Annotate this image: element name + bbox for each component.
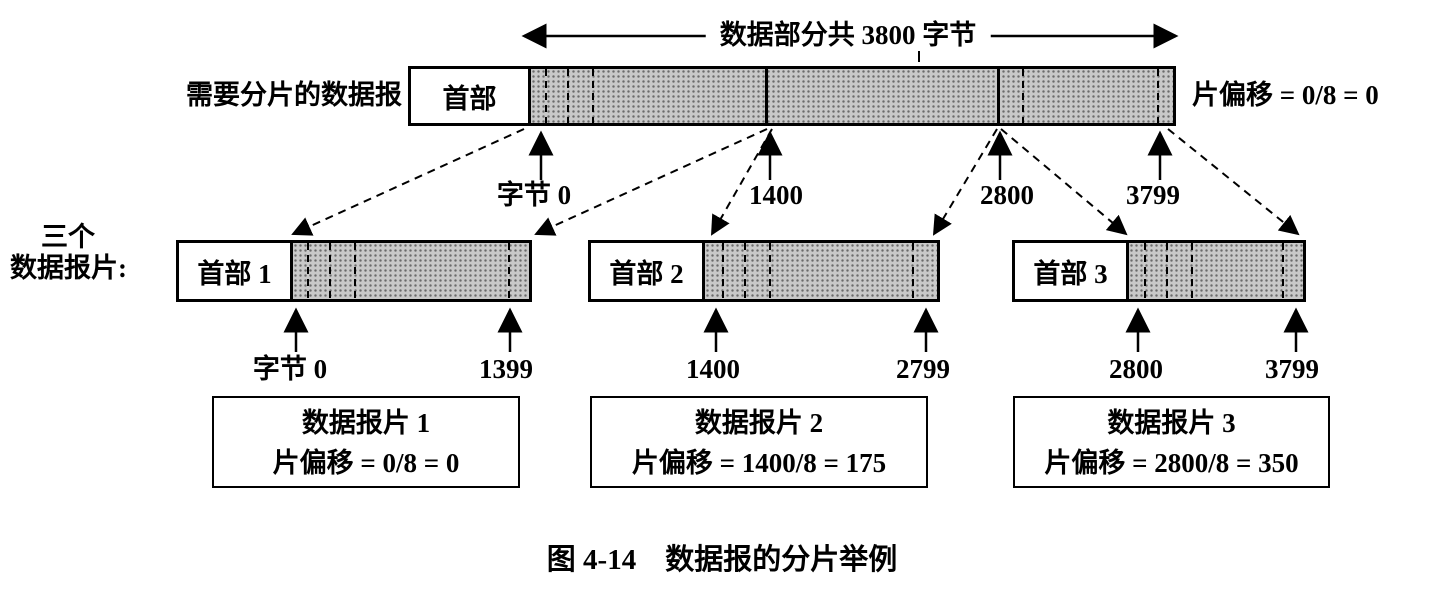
dashed-divider	[912, 243, 914, 299]
dashed-divider	[1282, 243, 1284, 299]
dashed-divider	[567, 69, 569, 123]
dashed-divider	[1144, 243, 1146, 299]
fragment-2-name: 数据报片 2	[694, 408, 824, 438]
original-data-area	[531, 69, 1173, 123]
dashed-divider	[592, 69, 594, 123]
fragment-1-info-box: 数据报片 1 片偏移 = 0/8 = 0	[212, 396, 520, 488]
byte-mark-1400: 1400	[749, 180, 803, 210]
frag3-end-mark: 3799	[1265, 354, 1319, 384]
dashed-divider	[545, 69, 547, 123]
dashed-divider	[307, 243, 309, 299]
original-offset-label: 片偏移 = 0/8 = 0	[1192, 80, 1379, 110]
fragment-2-data-area	[705, 243, 937, 299]
dashed-divider	[769, 243, 771, 299]
dashed-divider	[722, 243, 724, 299]
fragment-1-data-area	[293, 243, 529, 299]
fragment-1-box: 首部 1	[176, 240, 532, 302]
fragment-3-header-cell: 首部 3	[1015, 243, 1129, 299]
original-datagram-label: 需要分片的数据报	[186, 80, 402, 110]
frag2-end-mark: 2799	[896, 354, 950, 384]
fragment-1-header-cell: 首部 1	[179, 243, 293, 299]
fragment-connector-arrow-3-end	[1167, 128, 1300, 236]
dashed-divider	[329, 243, 331, 299]
data-span-label: 数据部分共 3800 字节	[705, 20, 991, 52]
fragment-connector-arrow-1-start	[291, 128, 525, 236]
fragment-3-box: 首部 3	[1012, 240, 1306, 302]
frag2-start-mark: 1400	[686, 354, 740, 384]
solid-divider-2800	[997, 69, 1000, 123]
frag1-end-mark: 1399	[479, 354, 533, 384]
frag3-start-mark: 2800	[1109, 354, 1163, 384]
dashed-divider	[1191, 243, 1193, 299]
fragments-group-label-line2: 数据报片:	[10, 253, 127, 284]
solid-divider-1400	[765, 69, 768, 123]
frag1-start-mark: 字节 0	[252, 354, 328, 384]
fragment-2-info-box: 数据报片 2 片偏移 = 1400/8 = 175	[590, 396, 928, 488]
dashed-divider	[1157, 69, 1159, 123]
dashed-divider	[1166, 243, 1168, 299]
figure-caption: 图 4-14 数据报的分片举例	[546, 544, 898, 576]
fragment-3-offset: 片偏移 = 2800/8 = 350	[1044, 448, 1299, 478]
fragment-3-name: 数据报片 3	[1107, 408, 1236, 438]
original-datagram-box: 首部	[408, 66, 1176, 126]
fragment-1-name: 数据报片 1	[301, 408, 431, 438]
dashed-divider	[1022, 69, 1024, 123]
fragment-3-data-area	[1129, 243, 1303, 299]
dashed-divider	[354, 243, 356, 299]
byte-mark-0: 字节 0	[496, 180, 572, 210]
fragment-2-offset: 片偏移 = 1400/8 = 175	[631, 448, 887, 478]
fragments-group-label-line1: 三个	[41, 222, 95, 252]
fragment-2-header-cell: 首部 2	[591, 243, 705, 299]
byte-mark-3799: 3799	[1126, 180, 1180, 210]
fragment-3-info-box: 数据报片 3 片偏移 = 2800/8 = 350	[1013, 396, 1330, 488]
fragment-2-box: 首部 2	[588, 240, 940, 302]
dashed-divider	[508, 243, 510, 299]
original-header-cell: 首部	[411, 69, 531, 123]
byte-mark-2800: 2800	[980, 180, 1034, 210]
fragments-group-label: 三个 数据报片:	[10, 222, 127, 284]
fragment-1-offset: 片偏移 = 0/8 = 0	[272, 448, 460, 478]
dashed-divider	[744, 243, 746, 299]
